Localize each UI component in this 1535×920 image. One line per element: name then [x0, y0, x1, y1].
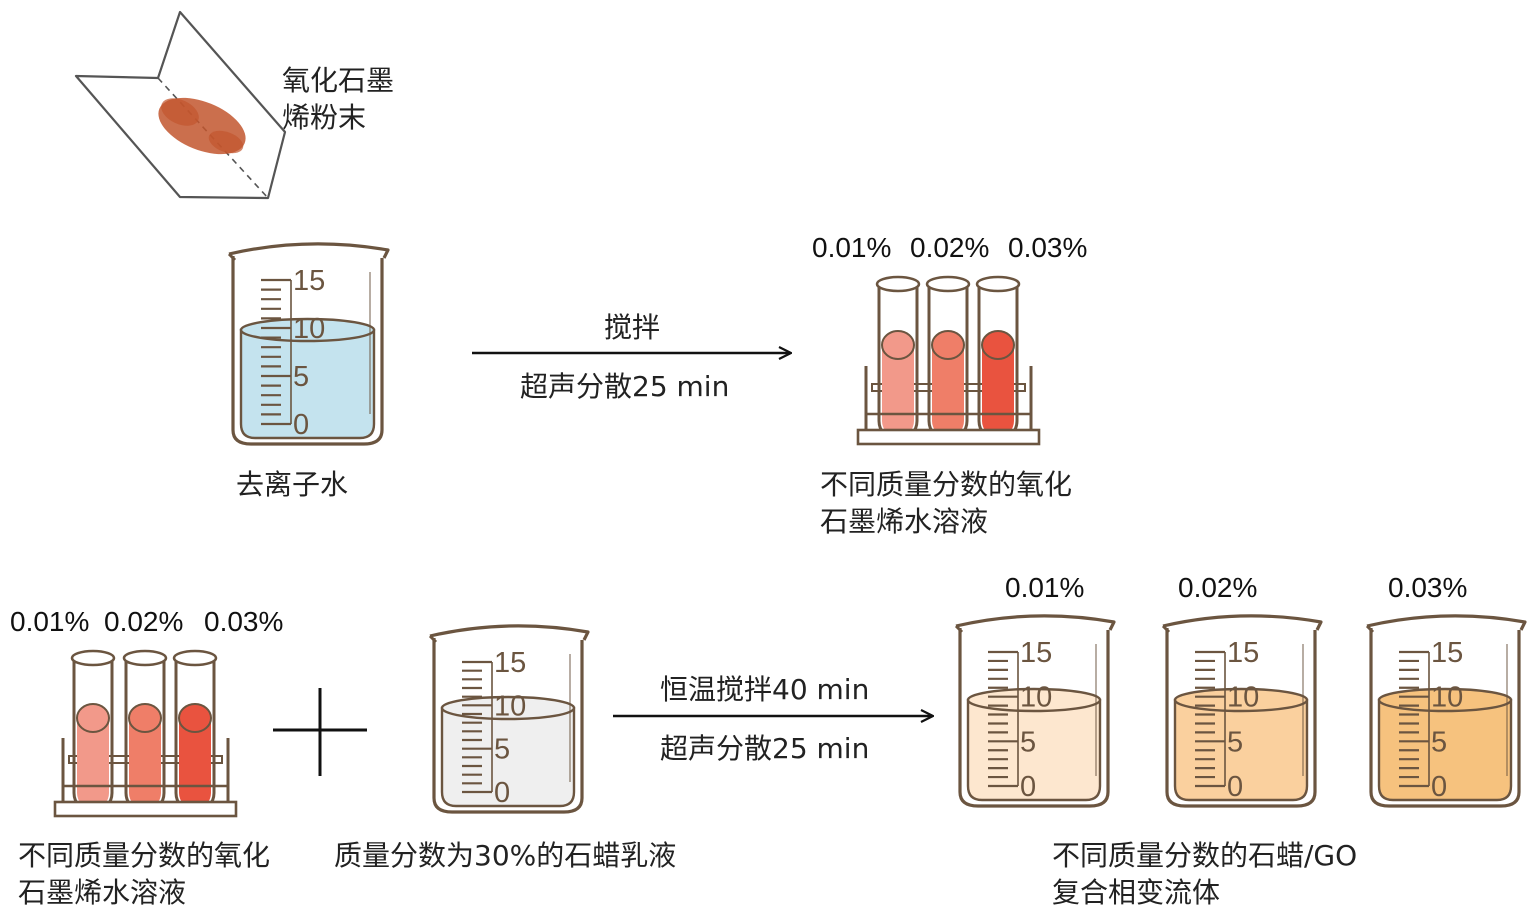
scale-tick-label: 0 — [1431, 771, 1447, 803]
tube-mouth — [975, 275, 1021, 293]
conc-label-result-1: 0.01% — [1005, 572, 1085, 603]
scale-tick-label: 0 — [293, 409, 309, 441]
conc-label-result-2: 0.02% — [1178, 572, 1258, 603]
liquid — [1377, 698, 1513, 802]
beaker-outline — [432, 638, 584, 814]
beaker-outline — [1369, 628, 1521, 808]
go-powder-icon — [158, 97, 246, 155]
scale-tick-label: 5 — [1431, 726, 1447, 758]
scale-tick-label: 15 — [494, 647, 526, 679]
beaker-outline — [958, 628, 1110, 808]
scale-tick-label: 5 — [494, 734, 510, 766]
tube-liquid-surface — [128, 703, 162, 733]
tube-liquid-surface — [178, 703, 212, 733]
beaker-rim — [955, 614, 1116, 631]
paraffin-emulsion-label: 质量分数为30%的石蜡乳液 — [334, 839, 677, 872]
beaker-lip — [1365, 624, 1375, 634]
plus-sign-icon — [273, 688, 367, 776]
rack-base — [856, 428, 1041, 446]
conc-label-left-3: 0.03% — [204, 606, 284, 637]
emulsion-beaker: 15 10 5 0 — [428, 624, 590, 814]
beaker-rim — [228, 242, 390, 259]
weighing-paper-icon — [74, 10, 287, 200]
test-tube-2 — [122, 649, 168, 814]
scale-tick-label: 10 — [1227, 682, 1259, 714]
conc-label-left-2: 0.02% — [104, 606, 184, 637]
scale-tick-label: 5 — [1227, 726, 1243, 758]
scale-tick-label: 10 — [293, 313, 325, 345]
liquid — [966, 698, 1102, 802]
scale-tick-label: 15 — [293, 265, 325, 297]
beaker-outline — [231, 256, 384, 446]
conc-label-result-3: 0.03% — [1388, 572, 1468, 603]
tube-liquid-surface — [981, 330, 1015, 360]
scale-tick-label: 15 — [1431, 637, 1463, 669]
composite-beaker-1: 15 10 5 0 — [954, 614, 1116, 808]
deionized-water-label: 去离子水 — [236, 468, 349, 501]
liquid — [1173, 698, 1309, 802]
test-tube-2 — [925, 275, 971, 442]
beaker-lip — [428, 634, 438, 644]
scale-tick-label: 5 — [293, 361, 309, 393]
tube-liquid-surface — [931, 330, 965, 360]
step1-stir-label: 搅拌 — [604, 311, 661, 344]
scale-tick-label: 10 — [494, 690, 526, 722]
tube-mouth — [122, 649, 168, 667]
tube-liquid-surface — [881, 330, 915, 360]
rack-base — [53, 800, 238, 818]
tube-mouth — [875, 275, 921, 293]
test-tube-rack-bottom — [53, 649, 238, 818]
scale-tick-label: 5 — [1020, 726, 1036, 758]
scale-tick-label: 10 — [1431, 682, 1463, 714]
liquid-surface — [239, 317, 376, 343]
scale-tick-label: 15 — [1227, 637, 1259, 669]
beaker-rim — [1366, 614, 1527, 631]
composite-beaker-3: 15 10 5 0 — [1365, 614, 1527, 808]
beaker-rim — [429, 624, 590, 641]
scale-tick-label: 0 — [494, 777, 510, 809]
go-solutions-label-bottom: 不同质量分数的氧化 石墨烯水溶液 — [18, 839, 271, 909]
water-beaker: 15 10 5 0 — [227, 242, 390, 446]
beaker-outline — [1165, 628, 1317, 808]
step2-ultrasonic-label: 超声分散25 min — [660, 732, 870, 765]
beaker-lip — [954, 624, 964, 634]
scale-tick-label: 0 — [1020, 771, 1036, 803]
test-tube-rack-top — [856, 275, 1041, 446]
step1-ultrasonic-label: 超声分散25 min — [520, 370, 730, 403]
conc-label-top-3: 0.03% — [1008, 232, 1088, 263]
beaker-rim — [1162, 614, 1323, 631]
scale-tick-label: 15 — [1020, 637, 1052, 669]
conc-label-top-1: 0.01% — [812, 232, 892, 263]
test-tube-1 — [70, 649, 116, 814]
step2-stir-label: 恒温搅拌40 min — [660, 673, 870, 706]
scale-tick-label: 10 — [1020, 682, 1052, 714]
tube-mouth — [925, 275, 971, 293]
scale-tick-label: 0 — [1227, 771, 1243, 803]
conc-label-left-1: 0.01% — [10, 606, 90, 637]
liquid — [440, 706, 576, 808]
tube-liquid-surface — [76, 703, 110, 733]
tube-mouth — [172, 649, 218, 667]
test-tube-1 — [875, 275, 921, 442]
beaker-lip — [227, 252, 237, 262]
tube-mouth — [70, 649, 116, 667]
test-tube-3 — [172, 649, 218, 814]
conc-label-top-2: 0.02% — [910, 232, 990, 263]
composite-fluid-label: 不同质量分数的石蜡/GO 复合相变流体 — [1052, 839, 1358, 909]
test-tube-3 — [975, 275, 1021, 442]
go-solutions-label-top: 不同质量分数的氧化 石墨烯水溶液 — [820, 468, 1073, 538]
beaker-lip — [1161, 624, 1171, 634]
go-powder-label: 氧化石墨 烯粉末 — [282, 64, 395, 134]
composite-beaker-2: 15 10 5 0 — [1161, 614, 1323, 808]
